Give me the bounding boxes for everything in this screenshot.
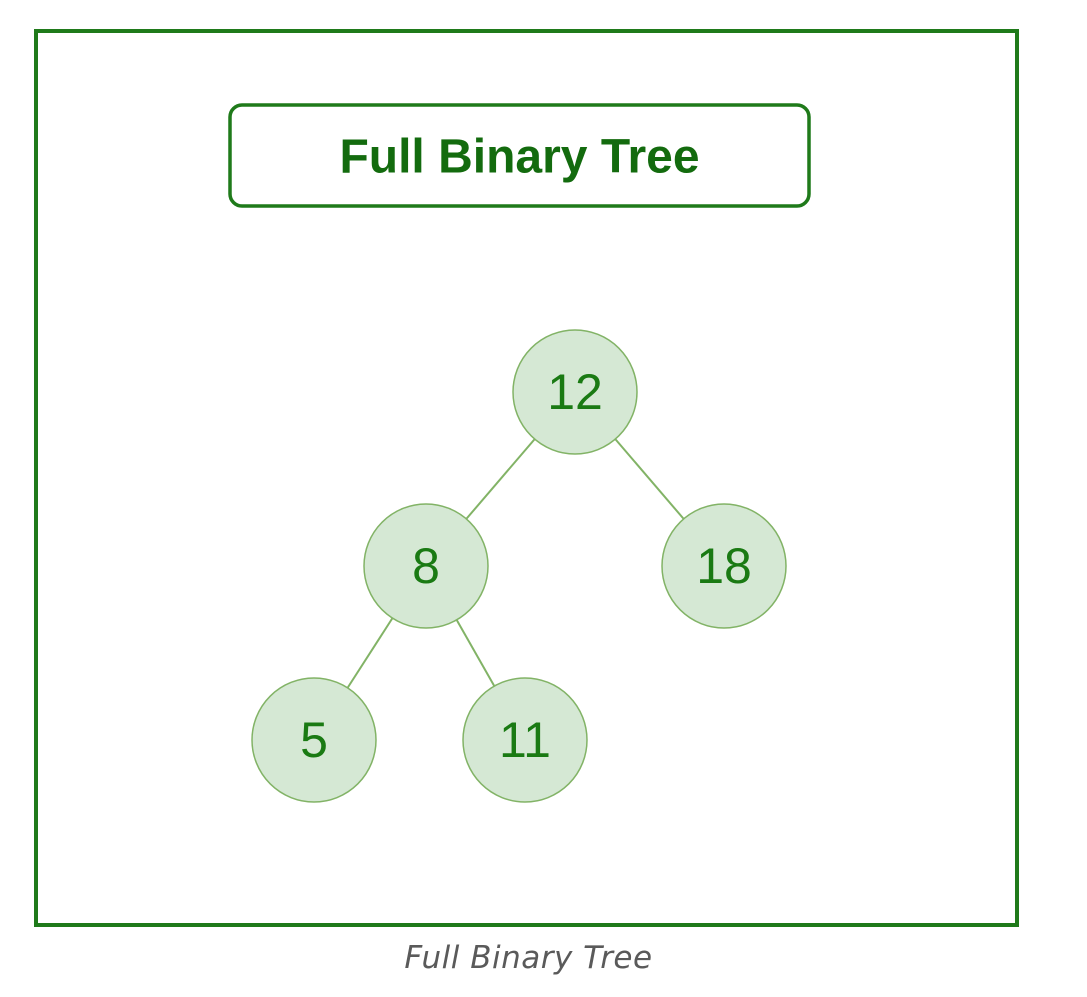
title-box-border xyxy=(228,103,811,208)
title-box: Full Binary Tree xyxy=(228,103,811,208)
tree-node-12: 12 xyxy=(512,329,638,455)
node-label-18: 18 xyxy=(696,538,752,594)
full-binary-tree-diagram: Full Binary Tree 12 8 18 5 11 xyxy=(34,29,1019,927)
edge-8-5 xyxy=(346,617,394,689)
edge-12-8 xyxy=(465,438,536,520)
node-circle-11 xyxy=(462,677,588,803)
node-label-8: 8 xyxy=(412,538,440,594)
edge-12-18 xyxy=(614,438,685,520)
tree-nodes: 12 8 18 5 11 xyxy=(251,329,787,803)
node-label-11: 11 xyxy=(499,712,551,768)
node-circle-12 xyxy=(512,329,638,455)
tree-edges xyxy=(346,438,685,689)
node-label-5: 5 xyxy=(300,712,328,768)
figure-caption: Full Binary Tree xyxy=(404,940,653,976)
node-circle-8 xyxy=(363,503,489,629)
tree-node-8: 8 xyxy=(363,503,489,629)
tree-node-11: 11 xyxy=(462,677,588,803)
edge-8-11 xyxy=(455,619,496,687)
node-circle-5 xyxy=(251,677,377,803)
diagram-title: Full Binary Tree xyxy=(339,131,699,184)
tree-node-18: 18 xyxy=(661,503,787,629)
tree-node-5: 5 xyxy=(251,677,377,803)
node-circle-18 xyxy=(661,503,787,629)
node-label-12: 12 xyxy=(547,364,603,420)
